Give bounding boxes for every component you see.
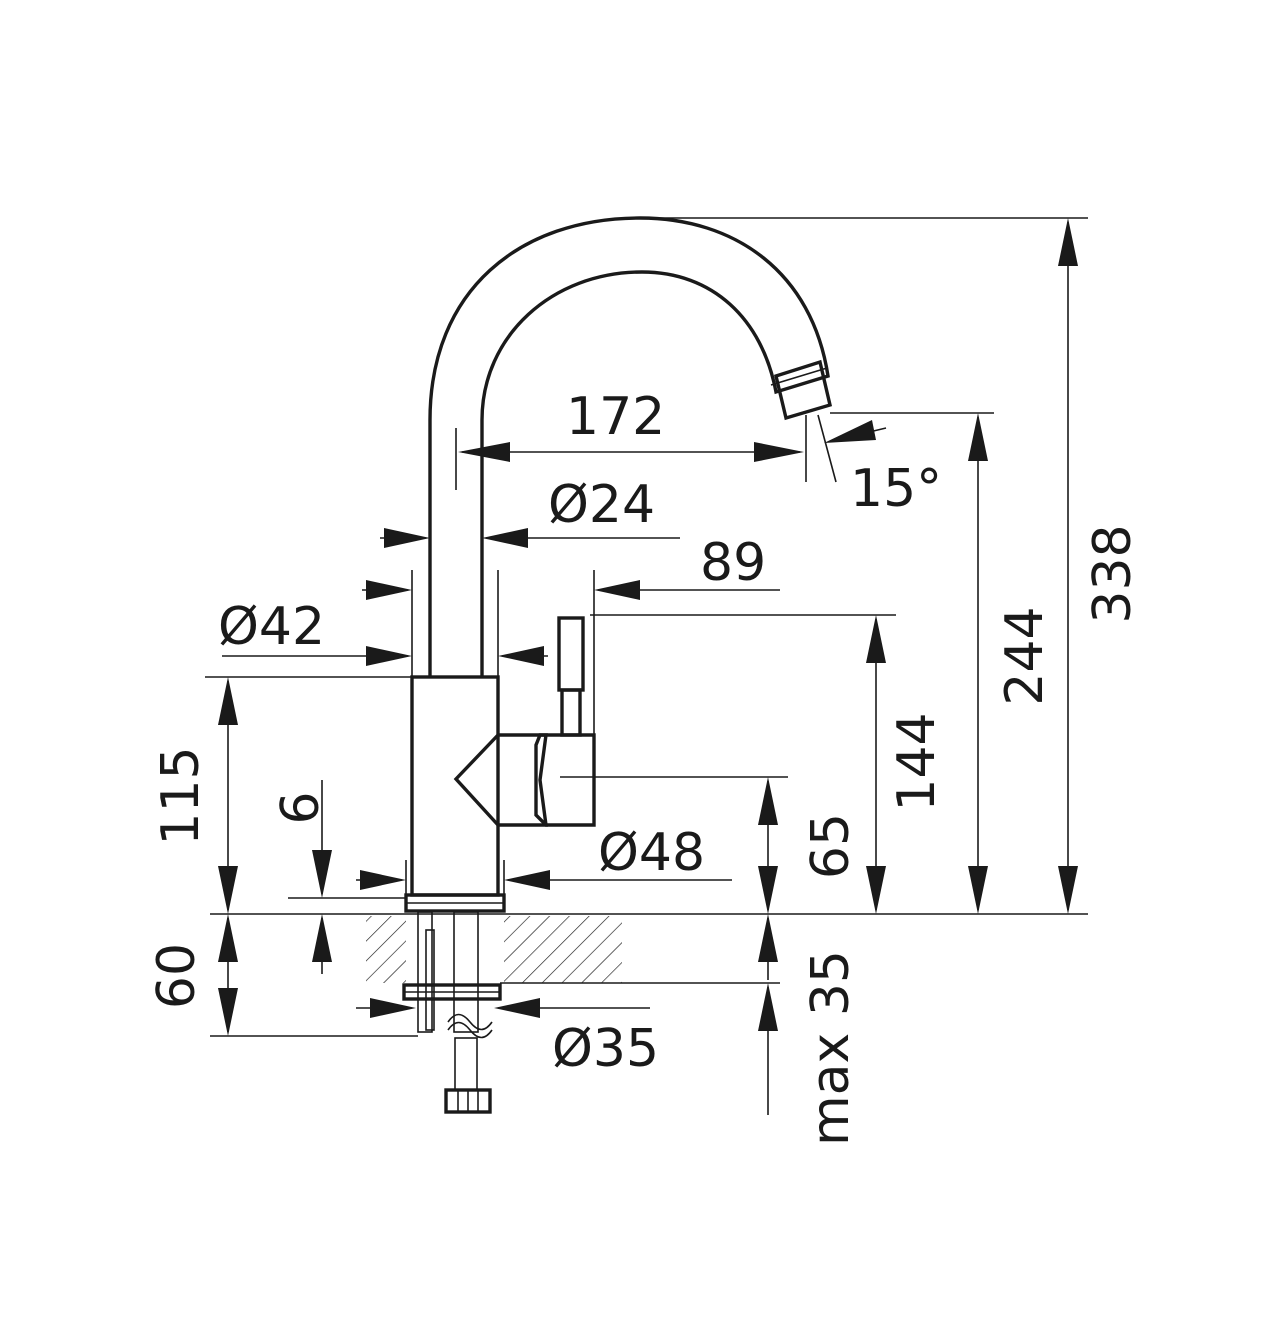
label-body-diameter: Ø42 (218, 597, 325, 657)
faucet-outline (404, 216, 833, 913)
label-base-diameter: Ø48 (598, 823, 705, 883)
label-aerator-angle: 15° (850, 459, 942, 519)
installation (366, 911, 622, 1114)
threaded-rod-left (417, 911, 433, 1033)
label-lever-axis-height: 65 (801, 813, 861, 879)
label-handle-offset: 89 (700, 533, 766, 593)
lever-joint (453, 733, 500, 827)
aerator-ring (770, 367, 828, 386)
label-spout-diameter: Ø24 (548, 475, 655, 535)
lever-handle (534, 733, 596, 827)
label-body-height: 115 (151, 746, 211, 845)
hose-right (453, 911, 479, 1033)
dimension-labels: 172 15° Ø24 89 Ø42 115 6 Ø48 65 144 244 … (147, 387, 1143, 1146)
label-total-height: 338 (1083, 524, 1143, 623)
lever-stem-upper (557, 616, 585, 692)
faucet-body (410, 675, 500, 897)
label-reach: 172 (566, 387, 665, 447)
label-base-gap: 6 (271, 791, 331, 824)
lever-stem-lower (560, 688, 582, 737)
spout (428, 216, 830, 676)
aerator (773, 359, 833, 421)
dimension-lines (205, 217, 1088, 1115)
label-lever-top-height: 144 (887, 712, 947, 811)
lever-cap (498, 733, 548, 827)
label-max-deck-thickness: max 35 (801, 950, 861, 1146)
label-outlet-height: 244 (995, 606, 1055, 705)
label-below-deck: 60 (147, 943, 207, 1009)
label-shank-diameter: Ø35 (552, 1019, 659, 1079)
